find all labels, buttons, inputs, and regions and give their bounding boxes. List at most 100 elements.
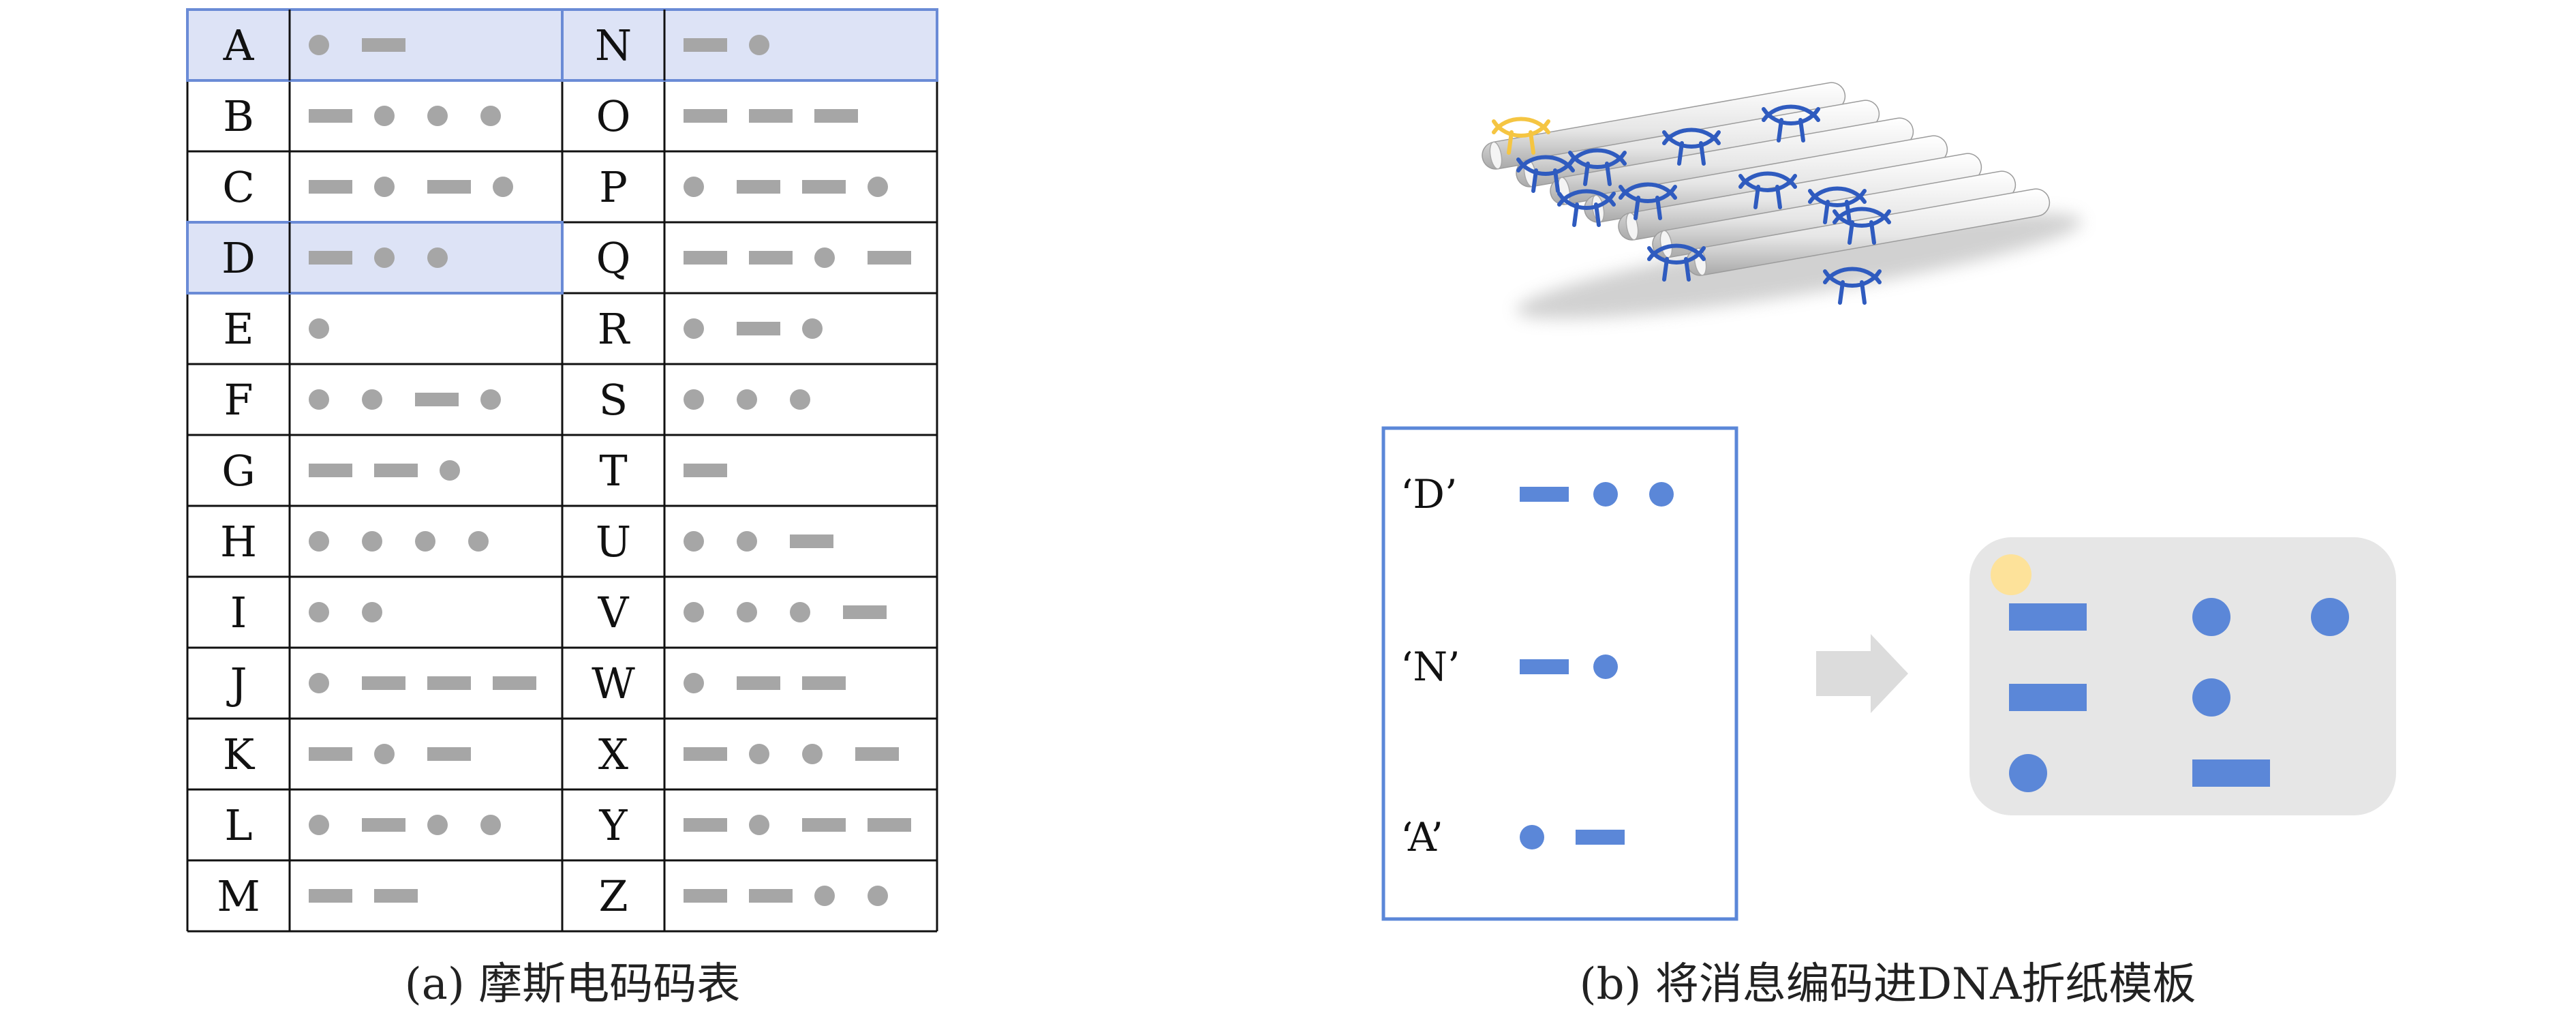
dot-symbol	[362, 531, 382, 552]
dash-staple	[2009, 684, 2087, 711]
letter-cell: B	[223, 91, 254, 141]
dash-symbol	[1576, 830, 1625, 845]
morse-code-y	[684, 815, 911, 835]
dot-symbol	[309, 673, 329, 693]
letter-cell: T	[599, 446, 627, 496]
dash-symbol	[749, 109, 793, 123]
dash-symbol	[868, 251, 911, 265]
dot-symbol	[374, 177, 395, 197]
dash-symbol	[309, 251, 352, 265]
dash-symbol	[802, 180, 846, 194]
morse-code-f	[309, 389, 501, 410]
dash-symbol	[737, 180, 780, 194]
morse-code-q	[684, 247, 911, 268]
morse-code-g	[309, 460, 460, 481]
dot-symbol	[1593, 654, 1618, 679]
dot-symbol	[309, 389, 329, 410]
dash-symbol	[309, 464, 352, 477]
dash-symbol	[309, 747, 352, 761]
dash-symbol	[309, 180, 352, 194]
letter-cell: P	[599, 162, 628, 212]
marker-dot	[1991, 554, 2031, 595]
dot-symbol	[802, 744, 823, 764]
letter-cell: U	[596, 517, 631, 567]
dna-helix-tube	[1618, 153, 1982, 241]
dot-symbol	[749, 744, 769, 764]
message-letter-label: ‘D’	[1400, 471, 1457, 517]
dash-symbol	[868, 818, 911, 832]
dash-symbol	[737, 676, 780, 690]
letter-cell: G	[221, 446, 256, 496]
highlight-border	[561, 8, 938, 82]
morse-code-o	[684, 109, 858, 123]
letter-cell: X	[598, 729, 628, 779]
dot-symbol	[737, 389, 757, 410]
dot-symbol	[684, 389, 704, 410]
letter-cell: W	[592, 659, 635, 708]
morse-code-x	[684, 744, 899, 764]
dot-symbol	[868, 177, 888, 197]
dot-symbol	[427, 247, 448, 268]
letter-cell: J	[226, 659, 247, 708]
letter-cell: D	[221, 233, 256, 283]
morse-code-a	[309, 35, 405, 55]
dna-strand-icon	[1492, 117, 1550, 155]
letter-cell: E	[223, 304, 254, 354]
letter-cell: Z	[598, 871, 628, 921]
caption-b: (b) 将消息编码进DNA折纸模板	[1579, 959, 2196, 1010]
dot-symbol	[684, 602, 704, 622]
morse-code-l	[309, 815, 501, 835]
morse-code-n	[684, 35, 769, 55]
dna-strand-icon	[1833, 207, 1891, 245]
morse-code-z	[684, 886, 888, 906]
dash-symbol	[374, 889, 418, 903]
letter-cell: A	[223, 20, 255, 70]
dot-symbol	[1520, 825, 1544, 849]
morse-code-k	[309, 744, 471, 764]
dot-symbol	[1649, 482, 1674, 507]
letter-cell: Q	[596, 233, 631, 283]
dna-strand-icon	[1568, 148, 1627, 186]
morse-code-i	[309, 602, 382, 622]
dot-symbol	[684, 673, 704, 693]
dot-symbol	[1593, 482, 1618, 507]
dash-symbol	[684, 464, 727, 477]
dot-symbol	[814, 886, 835, 906]
morse-code-j	[309, 673, 536, 693]
dash-symbol	[684, 251, 727, 265]
dot-symbol	[427, 106, 448, 126]
dash-symbol	[749, 889, 793, 903]
letter-cell: O	[596, 91, 631, 141]
dot-staple	[2192, 678, 2230, 717]
encoded-message-box: ‘D’‘N’‘A’	[1381, 426, 1738, 921]
morse-code-t	[684, 464, 727, 477]
morse-code-b	[309, 106, 501, 126]
dot-symbol	[684, 177, 704, 197]
letter-cell: H	[220, 517, 257, 567]
dot-symbol	[684, 318, 704, 339]
origami-template-panel	[1969, 537, 2396, 815]
right-arrow-icon	[1816, 634, 1908, 713]
dna-helix-tube	[1482, 82, 1846, 170]
dash-symbol	[802, 818, 846, 832]
dot-symbol	[374, 247, 395, 268]
letter-cell: F	[224, 375, 253, 425]
dash-symbol	[493, 676, 536, 690]
letter-cell: S	[599, 375, 628, 425]
dash-symbol	[427, 180, 471, 194]
morse-code-r	[684, 318, 823, 339]
dash-symbol	[749, 251, 793, 265]
dot-symbol	[415, 531, 435, 552]
dot-symbol	[737, 602, 757, 622]
dash-symbol	[802, 676, 846, 690]
dot-staple	[2311, 598, 2349, 636]
letter-cell: K	[223, 729, 256, 779]
dash-symbol	[684, 889, 727, 903]
dot-symbol	[362, 602, 382, 622]
letter-cell: M	[217, 871, 260, 921]
dna-strand-icon	[1662, 127, 1721, 166]
caption-a: (a) 摩斯电码码表	[404, 959, 741, 1010]
dna-strand-icon	[1647, 243, 1706, 282]
